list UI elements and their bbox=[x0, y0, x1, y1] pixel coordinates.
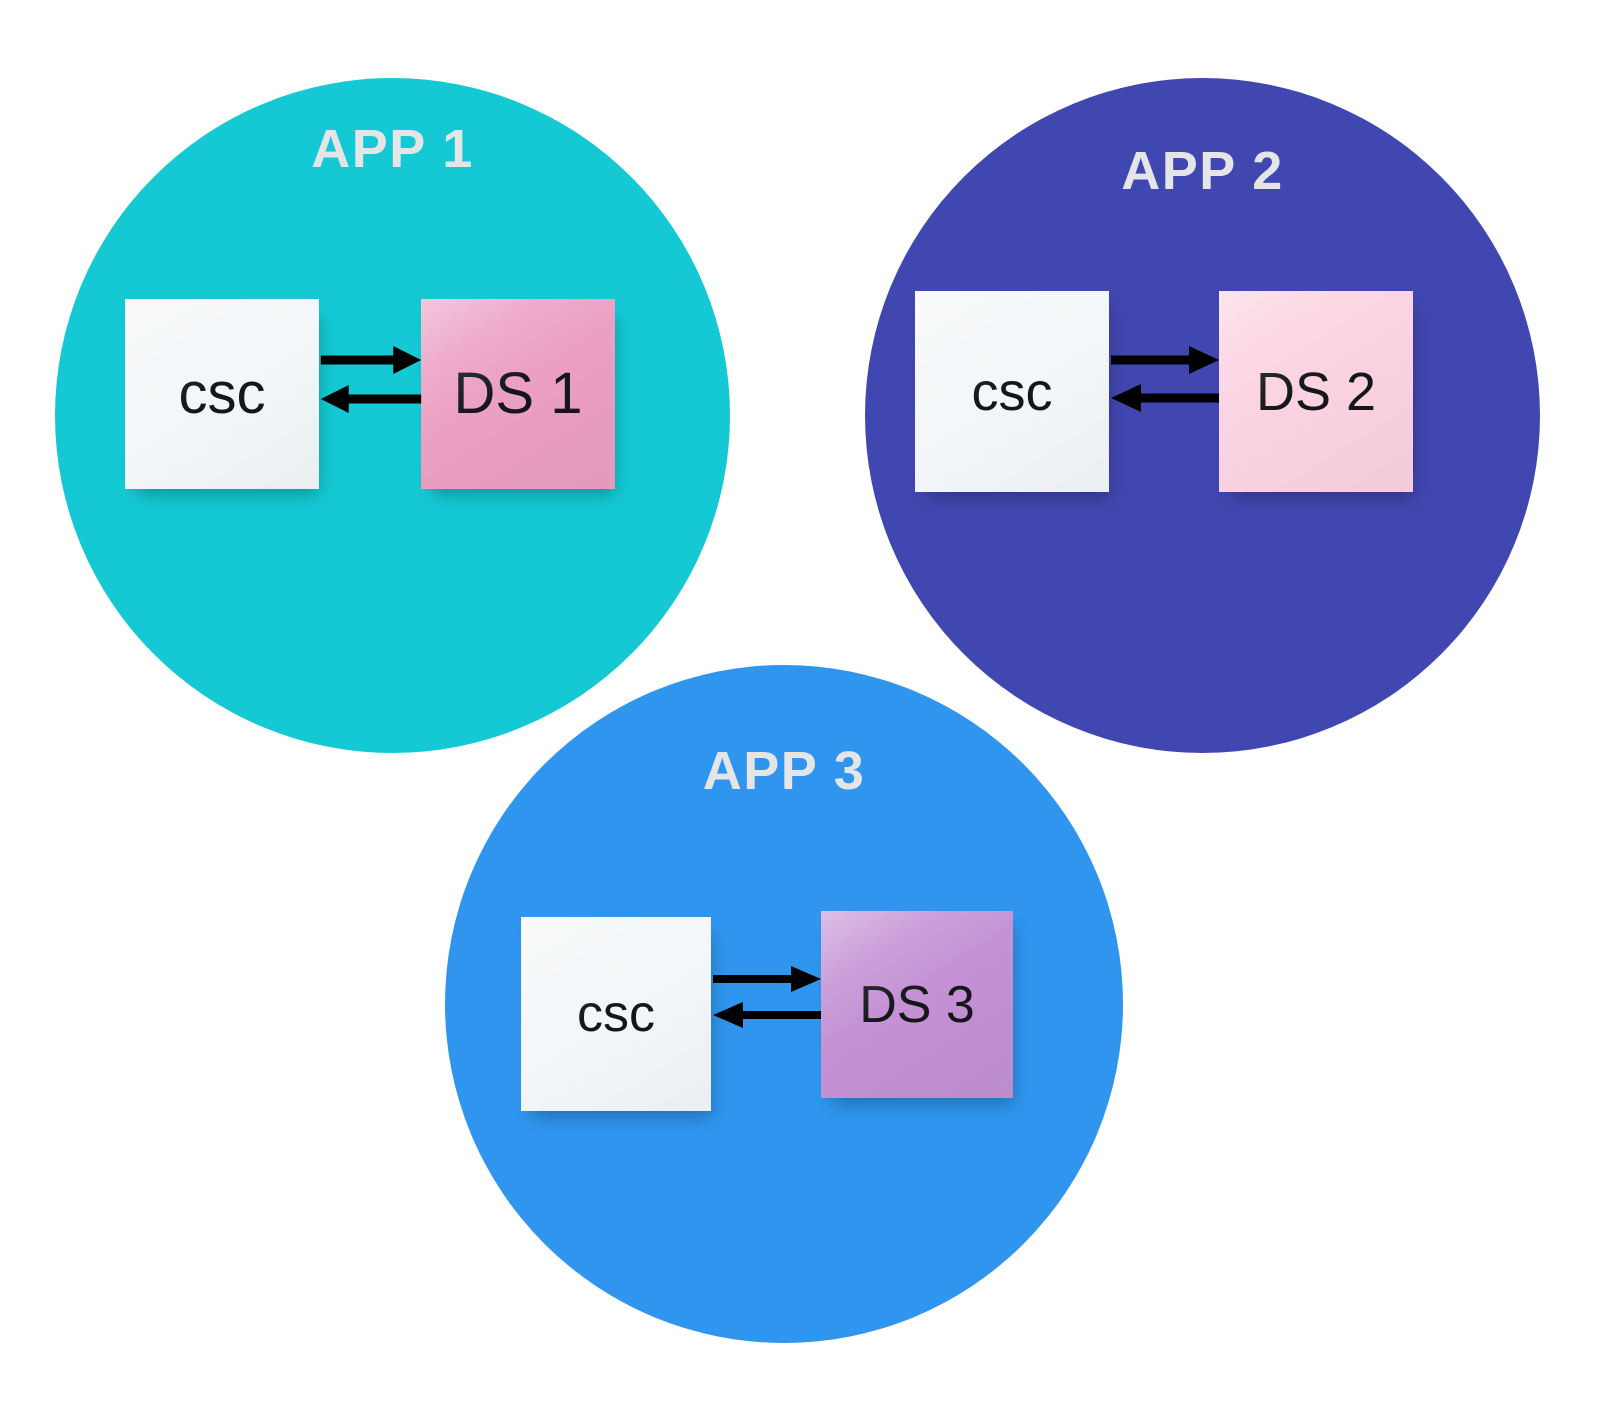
arrow-pair-app1 bbox=[319, 340, 423, 420]
note-csc-app2[interactable]: csc bbox=[915, 291, 1109, 492]
app-title-app1: APP 1 bbox=[311, 119, 474, 179]
app-title-app2: APP 2 bbox=[1121, 141, 1284, 201]
note-csc-app1[interactable]: csc bbox=[125, 299, 319, 489]
note-ds3[interactable]: DS 3 bbox=[821, 911, 1013, 1098]
arrow-pair-app2 bbox=[1109, 341, 1221, 417]
note-label-ds2: DS 2 bbox=[1255, 361, 1377, 422]
note-label-ds1: DS 1 bbox=[453, 361, 583, 426]
note-label-csc: csc bbox=[178, 361, 266, 426]
arrow-forward-icon bbox=[713, 966, 821, 992]
arrow-forward-icon bbox=[1111, 346, 1219, 374]
note-ds1[interactable]: DS 1 bbox=[421, 299, 615, 489]
arrow-backward-icon bbox=[320, 385, 422, 413]
arrow-forward-icon bbox=[320, 346, 422, 374]
arrow-pair-app3 bbox=[711, 962, 823, 1032]
arrow-backward-icon bbox=[713, 1002, 821, 1028]
note-label-csc: csc bbox=[577, 985, 655, 1043]
app-title-app3: APP 3 bbox=[702, 741, 866, 801]
note-label-csc: csc bbox=[971, 361, 1053, 422]
arrow-backward-icon bbox=[1111, 384, 1219, 412]
note-ds2[interactable]: DS 2 bbox=[1219, 291, 1413, 492]
note-label-ds3: DS 3 bbox=[859, 975, 975, 1034]
note-csc-app3[interactable]: csc bbox=[521, 917, 711, 1111]
